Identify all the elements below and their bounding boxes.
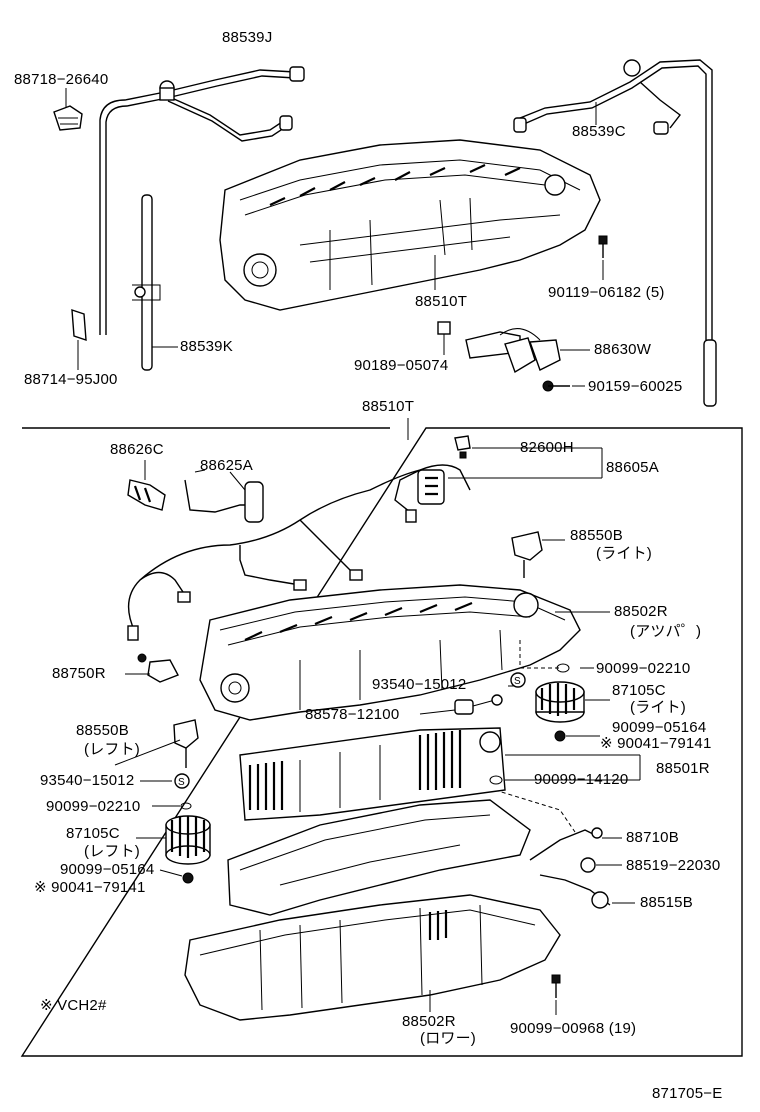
harness-88515b-drawing: [539, 874, 635, 909]
label-88718-26640: 88718−26640: [14, 71, 109, 88]
plate-88714-drawing: [71, 309, 87, 370]
harness-88605a-drawing: [127, 447, 603, 641]
label-88605a: 88605A: [606, 459, 659, 476]
clip-93540-l: [174, 773, 190, 789]
label-90189-05074: 90189−05074: [354, 357, 449, 374]
label-87105c-left: 87105C: [66, 825, 120, 842]
label-88502r-upper-sub: (アツパ゜): [630, 623, 702, 640]
label-88502r-lower: 88502R: [402, 1013, 456, 1030]
actuator-88550b-left-drawing: [173, 719, 199, 768]
sensor-88710b-drawing: [529, 827, 622, 861]
label-88510t-box: 88510T: [362, 398, 415, 415]
washer-90099-02210-l: [180, 802, 192, 810]
svg-text:S: S: [178, 777, 185, 788]
label-88550b-right-sub: (ライト): [596, 545, 652, 562]
clip-88519-drawing: [580, 857, 622, 873]
motor-87105c-right-drawing: [535, 681, 585, 723]
figure-id: 871705−E: [652, 1085, 723, 1102]
connector-88630w-drawing: [465, 328, 590, 374]
actuator-88550b-right-drawing: [511, 531, 565, 578]
label-90041-79141-left: ※ 90041−79141: [34, 879, 146, 896]
label-vch2-note: ※ VCH2#: [40, 997, 107, 1014]
label-88714-95j00: 88714−95J00: [24, 371, 118, 388]
label-87105c-left-sub: (レフト): [84, 843, 140, 860]
unit-88510t-top-drawing: [219, 139, 601, 311]
bolt-90119-drawing: [598, 235, 608, 280]
clip-88718-drawing: [53, 88, 83, 131]
label-93540-15012-right: 93540−15012: [372, 676, 467, 693]
label-90099-02210-right: 90099−02210: [596, 660, 691, 677]
label-90099-05164-left: 90099−05164: [60, 861, 155, 878]
label-93540-15012-left: 93540−15012: [40, 772, 135, 789]
label-88502r-lower-sub: (ロワー): [420, 1030, 476, 1047]
label-88539j: 88539J: [222, 29, 273, 46]
screw-90159-drawing: [542, 380, 585, 392]
label-88750r: 88750R: [52, 665, 106, 682]
washer-90099-14120: [489, 775, 503, 785]
label-88539c: 88539C: [572, 123, 626, 140]
frame-88510t-box: [20, 427, 743, 1057]
label-88630w: 88630W: [594, 341, 652, 358]
label-82600h: 82600H: [520, 439, 574, 456]
label-90159-60025: 90159−60025: [588, 378, 683, 395]
hose-88539c-drawing: [513, 59, 717, 407]
label-90099-05164-right: 90099−05164: [612, 719, 707, 736]
case-88502r-lower-drawing: [184, 894, 561, 1021]
hose-88539j-drawing: [99, 66, 305, 335]
nut-90041-l: [182, 872, 194, 884]
label-88626c: 88626C: [110, 441, 164, 458]
label-90119-06182: 90119−06182 (5): [548, 284, 665, 301]
svg-text:S: S: [514, 676, 521, 687]
label-88510t-top: 88510T: [415, 293, 468, 310]
label-90099-02210-left: 90099−02210: [46, 798, 141, 815]
label-87105c-right: 87105C: [612, 682, 666, 699]
label-87105c-right-sub: (ライト): [630, 699, 686, 716]
evaporator-88501r-drawing: [239, 727, 641, 821]
sensor-88750r-drawing: [125, 653, 179, 683]
clip-93540-r: [510, 672, 526, 688]
nut-90041-r: [554, 730, 566, 742]
label-90099-14120: 90099−14120: [534, 771, 629, 788]
harness-88625a-drawing: [184, 471, 264, 523]
sensor-88578-drawing: [454, 694, 503, 715]
label-88515b: 88515B: [640, 894, 693, 911]
nut-90189-drawing: [437, 321, 451, 355]
bolt-90099-00968-drawing: [551, 974, 561, 1015]
label-88501r: 88501R: [656, 760, 710, 777]
label-88578-12100: 88578−12100: [305, 706, 400, 723]
label-88502r-upper: 88502R: [614, 603, 668, 620]
label-88550b-left-sub: (レフト): [84, 741, 140, 758]
label-88519-22030: 88519−22030: [626, 857, 721, 874]
label-88539k: 88539K: [180, 338, 233, 355]
motor-87105c-left-drawing: [165, 815, 211, 865]
label-88550b-right: 88550B: [570, 527, 623, 544]
switch-88626c-drawing: [127, 460, 166, 511]
label-88710b: 88710B: [626, 829, 679, 846]
tube-88539k-drawing: [132, 194, 178, 371]
washer-90099-02210-r: [556, 663, 570, 673]
label-90041-79141-right: ※ 90041−79141: [600, 735, 712, 752]
case-middle-drawing: [227, 799, 531, 916]
label-88625a: 88625A: [200, 457, 253, 474]
label-88550b-left: 88550B: [76, 722, 129, 739]
terminal-82600h-drawing: [454, 435, 471, 459]
case-88502r-upper-drawing: [199, 584, 610, 721]
label-90099-00968: 90099−00968 (19): [510, 1020, 637, 1037]
